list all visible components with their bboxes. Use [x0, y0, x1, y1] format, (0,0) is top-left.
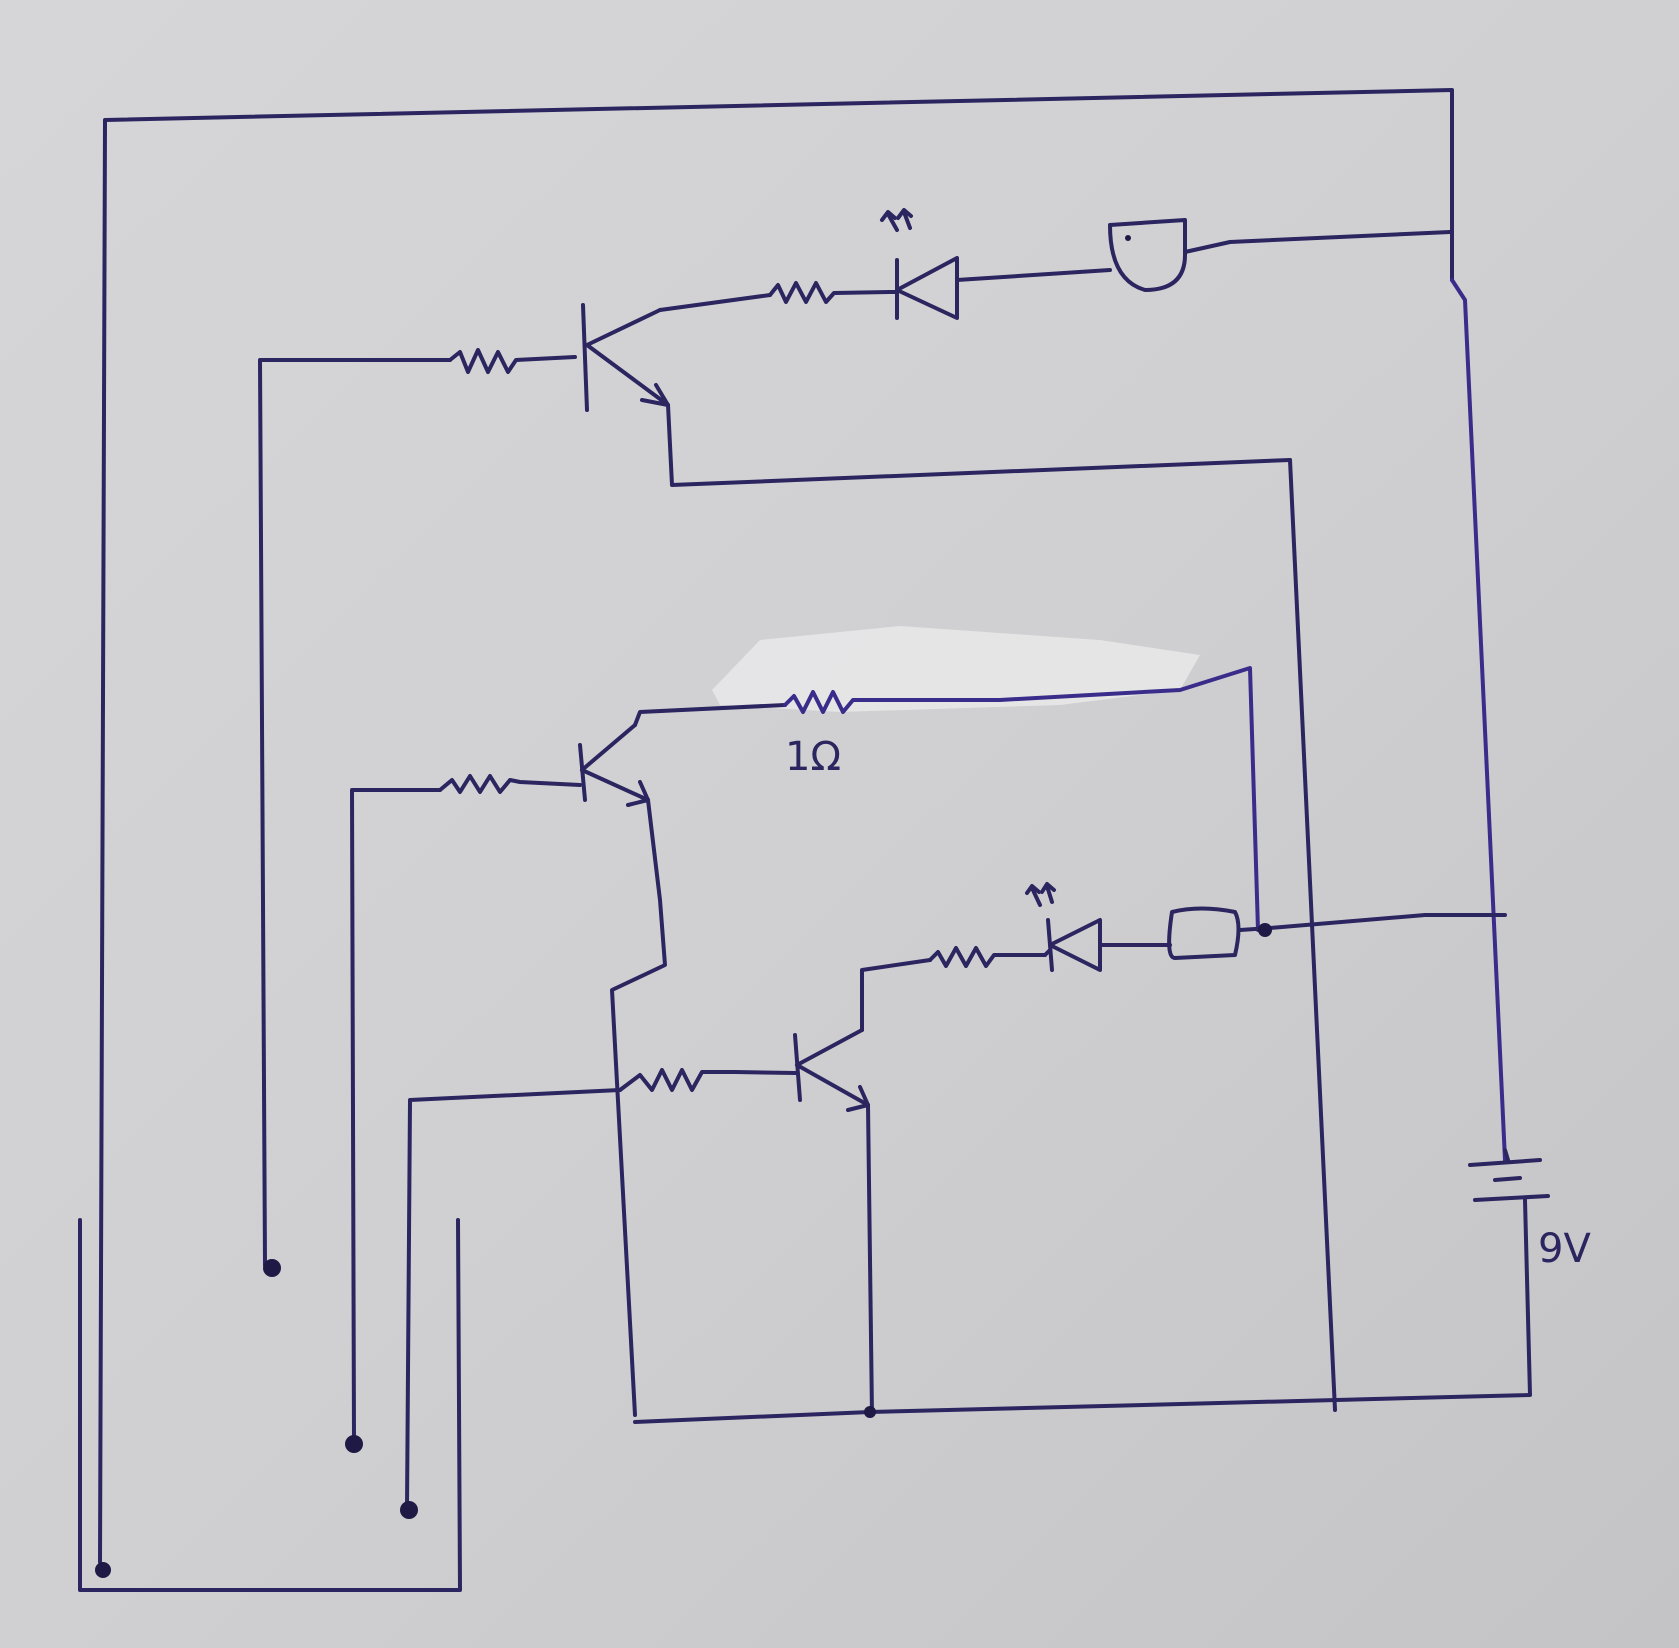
one-ohm-resistor: [783, 666, 1260, 932]
top-emitter-wire: [666, 403, 1292, 487]
lower-base-resistor: [618, 1068, 798, 1092]
battery: [1468, 1148, 1550, 1202]
top-collector-wire: [658, 293, 772, 312]
ground-bus-wire: [633, 1198, 1532, 1424]
probe-electrode-1: [258, 358, 452, 1277]
lower-emitter-wire: [866, 1103, 874, 1417]
lower-led-resistor: [928, 946, 1047, 968]
probe-electrode-3: [400, 1088, 622, 1519]
top-led-resistor: [768, 281, 894, 304]
center-vertical-wire: [1288, 458, 1337, 1412]
outer-loop-wire: [98, 88, 1454, 1564]
middle-base-resistor: [438, 774, 582, 794]
probe-electrode-2: [345, 788, 442, 1453]
top-buzzer-wire: [955, 268, 1112, 282]
water-container-probe: [78, 1218, 462, 1592]
battery-voltage-label: 9V: [1538, 1226, 1591, 1272]
lower-buzzer: [1167, 906, 1507, 960]
lower-collector-wire: [860, 958, 932, 1032]
middle-emitter-wire: [610, 798, 667, 1417]
middle-collector-wire: [633, 703, 787, 727]
top-base-resistor: [448, 348, 577, 374]
top-led: [880, 208, 959, 320]
top-buzzer: [1108, 218, 1452, 292]
right-rail-wire: [1450, 278, 1507, 1162]
one-ohm-label: 1Ω: [785, 734, 841, 780]
